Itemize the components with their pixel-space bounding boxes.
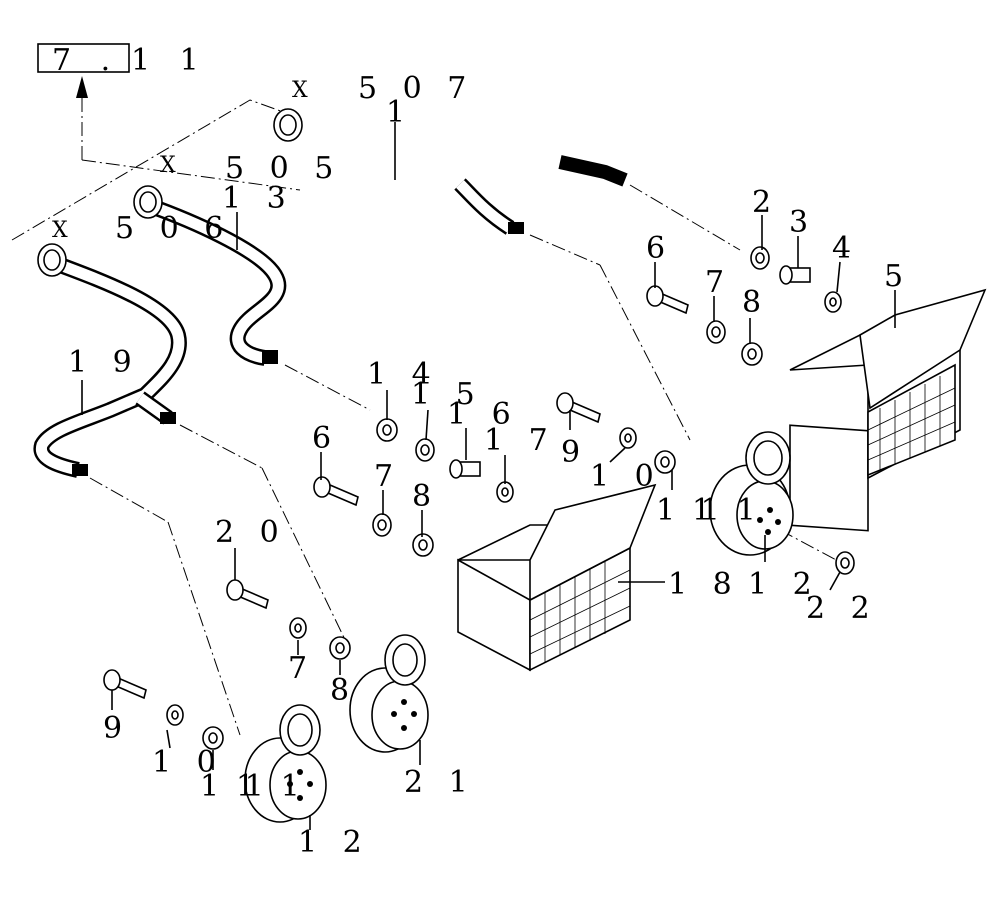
callout-labels: 5 0 7 1 5 0 5 1 3 5 0 6 1 9 2 3 4 6 7 8 … <box>68 71 911 860</box>
nut-14 <box>376 418 398 442</box>
callout-6-right: 6 <box>646 231 673 266</box>
hose-mark-505: X <box>160 153 176 178</box>
reference-box-text: 7 . <box>52 43 120 78</box>
hose-507 <box>273 108 628 235</box>
socket-12-right <box>709 431 794 556</box>
washer-7-lower <box>289 617 307 639</box>
hose-mark-507: X <box>292 78 308 103</box>
washer-10-right <box>619 427 637 449</box>
callout-19: 1 9 <box>68 345 140 380</box>
callout-12-lower: 1 2 <box>298 825 370 860</box>
callout-7-lower: 7 <box>288 651 315 686</box>
assembly-frame-lines <box>11 99 301 241</box>
callout-8-lower: 8 <box>330 673 357 708</box>
callout-22: 2 2 <box>806 591 878 626</box>
callout-6-left: 6 <box>312 421 339 456</box>
reference-suffix: 1 1 <box>131 43 209 78</box>
callout-20: 2 0 <box>215 515 287 550</box>
washer-22 <box>835 551 855 575</box>
callout-11-right-a: 1 1 <box>656 493 728 528</box>
callout-505: 5 0 5 <box>225 151 341 186</box>
bolt-20 <box>226 579 269 610</box>
callout-16: 1 6 <box>447 397 519 432</box>
callout-13: 1 3 <box>222 181 294 216</box>
washer-7-left <box>372 513 392 537</box>
callout-9-lower: 9 <box>103 711 130 746</box>
washer-2 <box>750 246 770 270</box>
callout-18: 1 8 <box>668 567 740 602</box>
bolt-3 <box>779 265 811 285</box>
bolt-9-lower <box>103 669 147 700</box>
lamp-housing-18 <box>457 483 657 672</box>
routing-lines <box>89 184 841 736</box>
callout-14: 1 4 <box>367 357 439 392</box>
hose-505 <box>133 185 287 366</box>
washer-7-right <box>706 320 726 344</box>
reference-arrow <box>76 76 88 160</box>
callout-10-right: 1 0 <box>590 459 662 494</box>
callout-11-lower-a: 1 1 <box>200 769 272 804</box>
nut-11-lower <box>202 726 224 750</box>
callout-11-lower-b: 1 1 <box>236 769 308 804</box>
callout-8-left: 8 <box>412 479 439 514</box>
reference-box[interactable]: 7 . <box>37 43 130 78</box>
nut-8-lower <box>329 636 351 660</box>
callout-7-left: 7 <box>374 459 401 494</box>
callout-17: 1 7 <box>484 423 556 458</box>
callout-15: 1 5 <box>411 377 483 412</box>
callout-2: 2 <box>752 185 779 220</box>
bolt-6-right <box>646 285 689 315</box>
nut-8-right <box>741 342 763 366</box>
callout-8-right: 8 <box>742 285 769 320</box>
callout-506: 5 0 6 <box>115 211 231 246</box>
callout-7-right: 7 <box>705 265 732 300</box>
socket-12-lower <box>244 704 327 823</box>
washer-15 <box>415 438 435 462</box>
callout-10-lower: 1 0 <box>152 745 224 780</box>
washer-4 <box>824 291 842 313</box>
leader-lines <box>81 122 896 830</box>
bolt-9-right <box>556 392 601 424</box>
bolt-6-left <box>313 476 359 507</box>
nut-8-left <box>412 533 434 557</box>
callout-507: 5 0 7 <box>358 71 474 106</box>
washer-10-lower <box>166 704 184 726</box>
callout-3: 3 <box>789 205 816 240</box>
nut-11-right <box>654 450 676 474</box>
lamp-housing-5 <box>789 288 987 532</box>
callout-21: 2 1 <box>404 765 476 800</box>
bolt-16 <box>449 459 481 479</box>
callout-9-right: 9 <box>561 435 588 470</box>
socket-21 <box>349 634 429 753</box>
callout-12-right: 1 2 <box>748 567 820 602</box>
callout-1: 1 <box>386 95 413 130</box>
hose-mark-19: X <box>52 218 68 243</box>
hose-19 <box>33 243 187 478</box>
callout-4: 4 <box>832 231 859 266</box>
callout-11-right-b: 1 1 <box>692 493 764 528</box>
callout-5: 5 <box>884 259 911 294</box>
washer-17 <box>496 481 514 503</box>
